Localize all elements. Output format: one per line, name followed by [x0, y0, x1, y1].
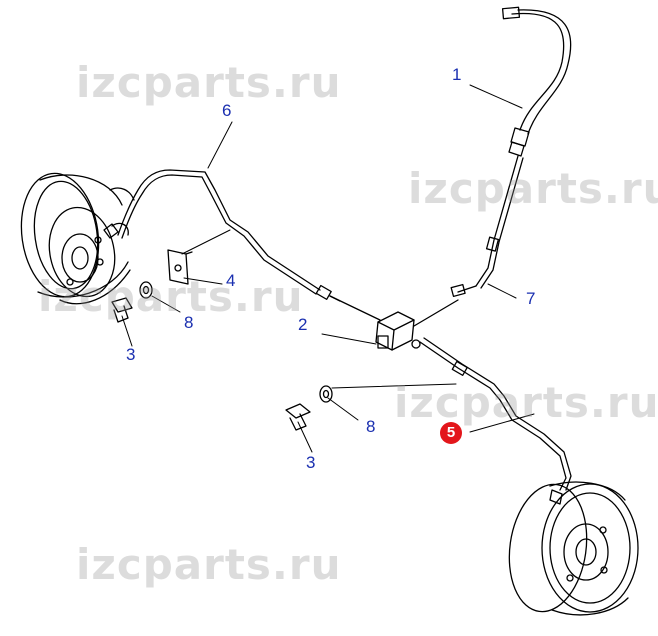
- pipe-6: [109, 169, 381, 321]
- clip-4: [167, 249, 193, 285]
- washer-left: [139, 281, 153, 299]
- washer-right: [319, 385, 333, 403]
- callout-1[interactable]: 1: [452, 65, 462, 84]
- callout-7[interactable]: 7: [526, 289, 536, 308]
- tee-block: [375, 299, 459, 351]
- callout-5[interactable]: 5: [440, 422, 462, 444]
- brake-hose: [501, 6, 572, 157]
- right-wheel: [508, 481, 639, 616]
- callout-3-right[interactable]: 3: [306, 453, 316, 472]
- callout-4[interactable]: 4: [226, 271, 236, 290]
- callout-2[interactable]: 2: [298, 315, 308, 334]
- callout-8-right[interactable]: 8: [366, 417, 376, 436]
- callout-8-left[interactable]: 8: [184, 313, 194, 332]
- bolt-right: [285, 403, 311, 431]
- left-wheel: [20, 172, 131, 305]
- pipe-7: [450, 155, 524, 298]
- callout-6[interactable]: 6: [222, 101, 232, 120]
- leader-lines: [121, 84, 535, 453]
- callout-3-left[interactable]: 3: [126, 345, 136, 364]
- bolt-left: [111, 297, 133, 323]
- pipe-5: [419, 337, 572, 491]
